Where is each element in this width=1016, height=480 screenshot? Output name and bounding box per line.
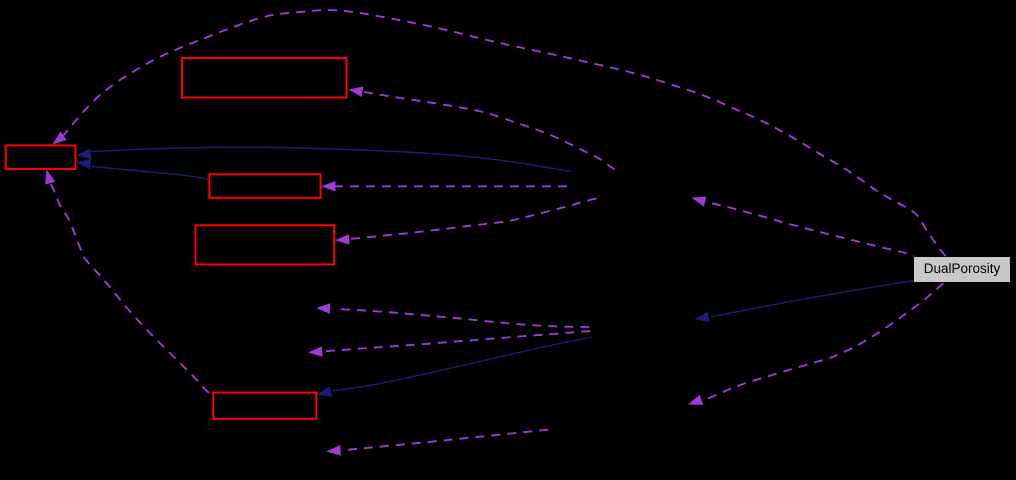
svg-text:DualPorosity: DualPorosity xyxy=(924,261,1001,276)
